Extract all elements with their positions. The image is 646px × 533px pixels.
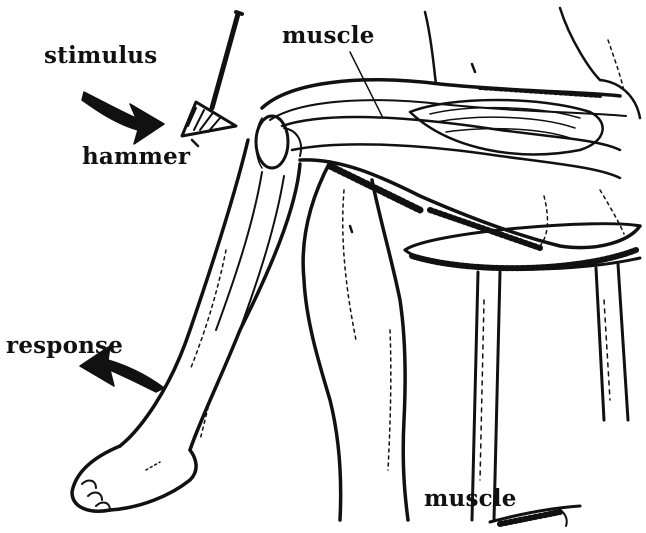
muscle-pointer — [350, 52, 382, 116]
lower-leg-bent — [303, 162, 408, 520]
stool — [405, 224, 640, 520]
lower-leg-extended — [120, 140, 300, 450]
foot — [72, 446, 196, 511]
muscle-label-bottom: muscle — [424, 487, 517, 510]
reflex-hammer — [182, 12, 242, 146]
response-label: response — [6, 334, 123, 357]
hammer-label: hammer — [82, 145, 190, 168]
stimulus-label: stimulus — [44, 44, 157, 67]
muscle-label-top: muscle — [282, 24, 375, 47]
stimulus-arrow — [82, 92, 164, 144]
